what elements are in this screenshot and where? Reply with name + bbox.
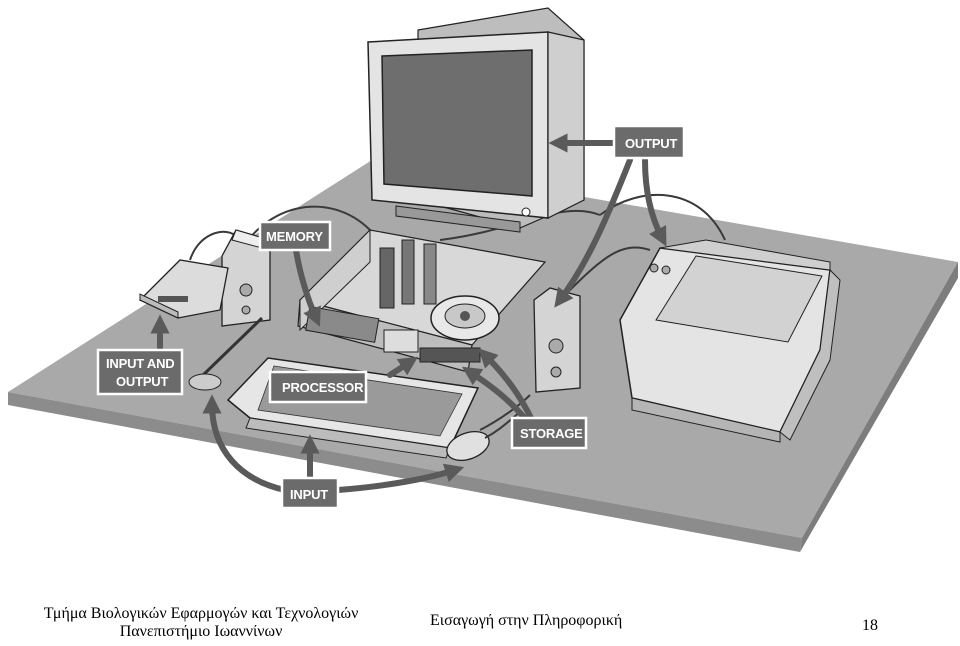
system-unit bbox=[297, 228, 547, 373]
label-memory: MEMORY bbox=[258, 220, 332, 252]
arrows bbox=[150, 133, 667, 493]
modem bbox=[138, 259, 229, 319]
label-input-and-output-line2: OUTPUT bbox=[116, 374, 169, 389]
label-storage: STORAGE bbox=[510, 416, 588, 450]
footer-department: Τμήμα Βιολογικών Εφαρμογών και Τεχνολογι… bbox=[43, 605, 359, 622]
label-input-and-output: INPUT AND OUTPUT bbox=[96, 348, 184, 396]
label-storage-text: STORAGE bbox=[520, 426, 583, 441]
label-processor-text: PROCESSOR bbox=[282, 380, 364, 395]
printer bbox=[619, 239, 841, 443]
label-processor: PROCESSOR bbox=[268, 370, 368, 404]
label-memory-text: MEMORY bbox=[266, 229, 323, 244]
monitor bbox=[367, 7, 585, 233]
footer-institution: Τμήμα Βιολογικών Εφαρμογών και Τεχνολογι… bbox=[36, 605, 366, 641]
microphone bbox=[188, 316, 264, 391]
label-output: OUTPUT bbox=[612, 124, 686, 160]
page-number: 18 bbox=[862, 617, 878, 634]
computer-components-illustration: OUTPUT MEMORY INPUT AND OUTPUT PROCESSOR… bbox=[8, 7, 958, 552]
right-speaker bbox=[533, 287, 581, 393]
label-output-text: OUTPUT bbox=[625, 136, 678, 151]
label-input-text: INPUT bbox=[290, 487, 328, 502]
label-input-and-output-line1: INPUT AND bbox=[106, 356, 175, 371]
footer-course: Εισαγωγή στην Πληροφορική bbox=[430, 612, 623, 629]
label-input: INPUT bbox=[280, 476, 340, 510]
footer-university: Πανεπιστήμιο Ιωαννίνων bbox=[119, 623, 283, 640]
